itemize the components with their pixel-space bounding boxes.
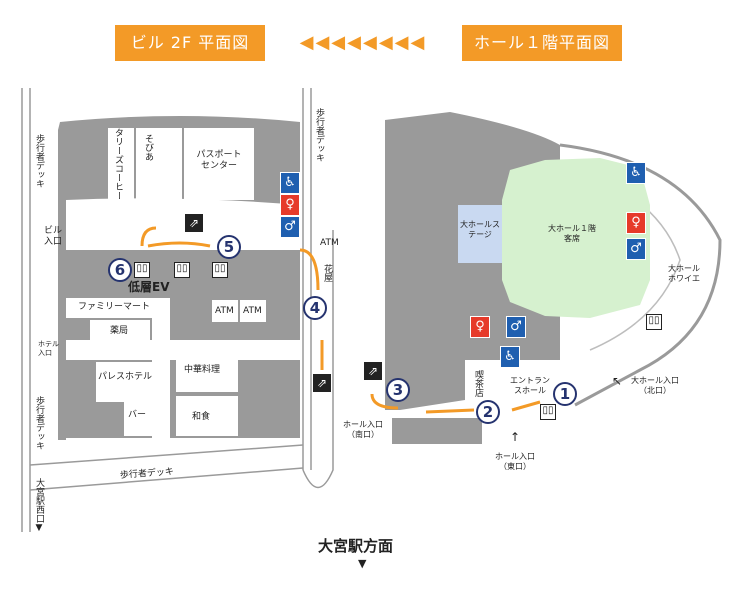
sobia-shop-bg (136, 128, 182, 200)
step-marker-5: 5 (217, 235, 241, 259)
hall-lower-wall (392, 418, 482, 444)
entrance-arrow-up-icon: ↑ (510, 430, 521, 444)
male-restroom-icon: ♂ (280, 216, 300, 238)
japanese-bg (176, 396, 238, 436)
walkway-bottom-lower (29, 467, 304, 491)
tullys-shop-bg (108, 128, 134, 200)
label-walkway-left-top: 歩行者デッキ (34, 134, 44, 188)
label-pharmacy: 薬局 (110, 326, 129, 336)
atm2-bg (240, 300, 266, 322)
elevator-icon: ▯▯ (646, 314, 662, 330)
title-right: ホール１階平面図 (462, 25, 622, 61)
step-marker-1: 1 (553, 382, 577, 406)
route-entrance-to-2 (511, 400, 541, 412)
label-foyer: 大ホールホワイエ (668, 264, 700, 283)
label-family-mart: ファミリーマート (78, 302, 151, 312)
walkways (21, 88, 334, 532)
bar-bg (124, 402, 152, 436)
male-restroom-icon: ♂ (506, 316, 526, 338)
elevator-icon: ▯▯ (174, 262, 190, 278)
hotel-bg (96, 362, 156, 402)
elevator-icon: ▯▯ (540, 404, 556, 420)
label-palace-hotel: パレスホテル (98, 372, 153, 382)
route-5-to-6 (147, 241, 211, 248)
label-atm-2: ATM (243, 306, 262, 316)
label-building-entrance: ビル入口 (44, 226, 63, 247)
direction-marker-icon: ▼ (358, 557, 367, 570)
label-sobia: そびあ (143, 134, 153, 161)
step-marker-2: 2 (476, 400, 500, 424)
label-north-entrance: 大ホール入口（北口） (631, 376, 679, 395)
wheelchair-icon: ♿ (280, 172, 300, 194)
atm1-bg (212, 300, 238, 322)
label-flower-shop: 花屋 (322, 264, 332, 282)
escalator-icon: ⇗ (313, 374, 331, 392)
route-hook (140, 226, 157, 247)
entrance-arrow-left-icon: ↖ (612, 374, 623, 388)
route (140, 226, 541, 414)
step-marker-6: 6 (108, 258, 132, 282)
label-chinese: 中華料理 (184, 365, 221, 375)
label-low-ev: 低層EV (128, 280, 170, 294)
route-2-to-3 (425, 408, 475, 414)
label-japanese: 和食 (192, 412, 211, 422)
label-seats: 大ホール１階客席 (548, 224, 596, 243)
route-3-corner (370, 393, 399, 410)
label-tullys: タリーズコーヒー (113, 128, 123, 200)
family-mart-bg (66, 298, 168, 318)
label-omiya-west: 大宮駅西口▼ (34, 478, 44, 533)
female-restroom-icon: ♀ (470, 316, 490, 338)
label-atm-3: ATM (320, 238, 339, 248)
step-marker-3: 3 (386, 378, 410, 402)
seating-area (502, 158, 650, 318)
label-cafe: 喫茶店 (473, 370, 483, 397)
escalator-icon: ⇗ (185, 214, 203, 232)
title-left: ビル 2F 平面図 (115, 25, 265, 61)
chinese-bg (176, 346, 238, 392)
walkway-bottom-upper (29, 444, 304, 466)
direction-arrows: ◀◀◀◀◀◀◀◀ (299, 32, 427, 53)
female-restroom-icon: ♀ (626, 212, 646, 234)
label-stage: 大ホールステージ (460, 220, 500, 239)
direction-label: 大宮駅方面 (318, 537, 394, 555)
label-east-entrance: ホール入口（東口） (495, 452, 535, 471)
female-restroom-icon: ♀ (280, 194, 300, 216)
wheelchair-icon: ♿ (626, 162, 646, 184)
label-passport: パスポートセンター (196, 150, 242, 171)
label-walkway-right: 歩行者デッキ (314, 108, 324, 162)
label-bar: バー (128, 410, 147, 420)
label-walkway-left-bottom: 歩行者デッキ (34, 396, 44, 450)
walkway-right-loop (302, 230, 334, 489)
hall-foyer-outline (559, 143, 722, 407)
stage-area (458, 205, 502, 263)
label-south-entrance: ホール入口（南口） (343, 420, 383, 439)
upper-corridor (66, 198, 300, 250)
central-corridor (152, 298, 170, 438)
escalator-icon: ⇗ (364, 362, 382, 380)
label-hotel-entrance: ホテル入口 (38, 340, 59, 357)
pharmacy-bg (90, 320, 150, 340)
elevator-icon: ▯▯ (134, 262, 150, 278)
step-marker-4: 4 (303, 296, 327, 320)
label-entrance-hall: エントランスホール (510, 376, 550, 395)
wheelchair-icon: ♿ (500, 346, 520, 368)
label-atm-1: ATM (215, 306, 234, 316)
male-restroom-icon: ♂ (626, 238, 646, 260)
building-corridors (66, 128, 300, 438)
passport-shop-bg (184, 128, 254, 200)
elevator-icon: ▯▯ (212, 262, 228, 278)
route-4-to-5 (299, 248, 320, 291)
